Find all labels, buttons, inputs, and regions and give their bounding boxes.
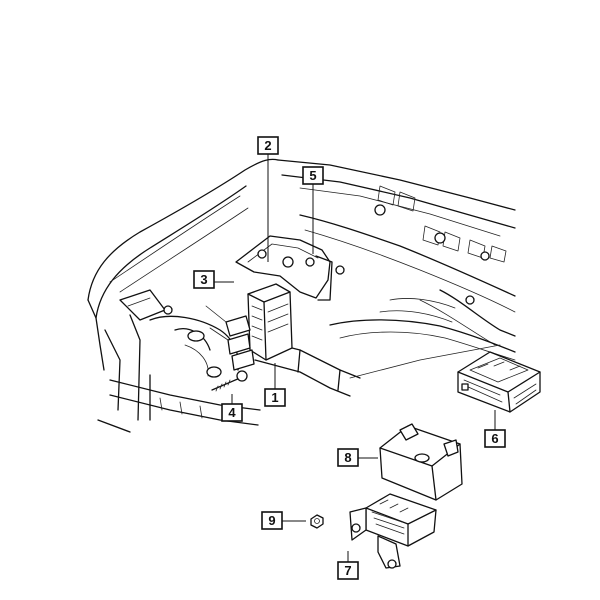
callout-6: 6 bbox=[484, 429, 506, 448]
callout-7-label: 7 bbox=[344, 563, 351, 578]
callout-4-label: 4 bbox=[228, 405, 236, 420]
callout-7: 7 bbox=[337, 561, 359, 580]
module-part-7 bbox=[349, 493, 437, 569]
callout-8: 8 bbox=[337, 448, 359, 467]
callout-3: 3 bbox=[193, 270, 215, 289]
callout-1-label: 1 bbox=[271, 390, 278, 405]
junction-box-part-6 bbox=[457, 351, 541, 413]
nut-part-9 bbox=[310, 514, 324, 529]
screw-part-4 bbox=[211, 370, 248, 392]
cowl-grille bbox=[377, 185, 507, 263]
callout-9: 9 bbox=[261, 511, 283, 530]
callout-8-label: 8 bbox=[344, 450, 351, 465]
bracket-part-5 bbox=[235, 235, 333, 301]
leader-lines bbox=[214, 154, 496, 562]
cover-part-8 bbox=[379, 423, 463, 501]
connector-part-3 bbox=[205, 305, 255, 371]
callout-1: 1 bbox=[264, 388, 286, 407]
vehicle-engine-bay-illustration bbox=[87, 158, 516, 433]
callout-3-label: 3 bbox=[200, 272, 207, 287]
callout-5: 5 bbox=[302, 166, 324, 185]
callout-5-label: 5 bbox=[309, 168, 316, 183]
callout-6-label: 6 bbox=[491, 431, 498, 446]
callout-2: 2 bbox=[257, 136, 279, 155]
callout-4: 4 bbox=[221, 403, 243, 422]
callout-2-label: 2 bbox=[264, 138, 271, 153]
callout-9-label: 9 bbox=[268, 513, 275, 528]
control-module-part-1 bbox=[247, 283, 293, 361]
